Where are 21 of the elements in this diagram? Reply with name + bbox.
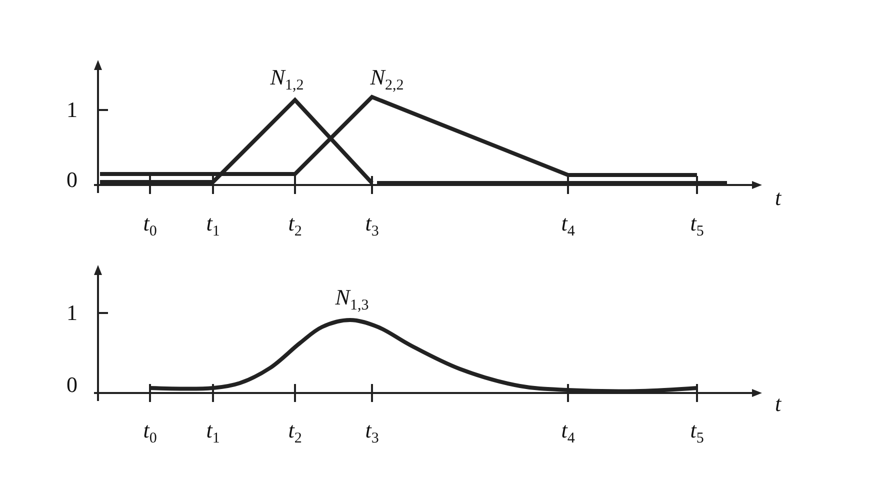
axis-label: t bbox=[774, 187, 782, 209]
axis-tick-label: 0 bbox=[66, 169, 78, 191]
knot-label: t$_{2}$ bbox=[288, 212, 302, 240]
axis-tick-label: 1 bbox=[66, 99, 78, 121]
curve-label: N$_{2,2}$ bbox=[370, 66, 404, 94]
knot-label: t$_{4}$ bbox=[561, 419, 575, 447]
knot-label: t$_{3}$ bbox=[365, 419, 379, 447]
knot-label: t$_{0}$ bbox=[143, 419, 157, 447]
knot-label: t$_{3}$ bbox=[365, 212, 379, 240]
knot-label: t$_{5}$ bbox=[690, 419, 704, 447]
curve-label: N$_{1,3}$ bbox=[335, 286, 369, 314]
axis-tick-label: 1 bbox=[66, 302, 78, 324]
knot-label: t$_{5}$ bbox=[690, 212, 704, 240]
knot-label: t$_{2}$ bbox=[288, 419, 302, 447]
axis-tick-label: 0 bbox=[66, 374, 78, 396]
knot-label: t$_{1}$ bbox=[206, 419, 220, 447]
knot-label: t$_{1}$ bbox=[206, 212, 220, 240]
knot-label: t$_{0}$ bbox=[143, 212, 157, 240]
knot-label: t$_{4}$ bbox=[561, 212, 575, 240]
axis-label: t bbox=[774, 393, 782, 415]
curve-label: N$_{1,2}$ bbox=[270, 66, 304, 94]
